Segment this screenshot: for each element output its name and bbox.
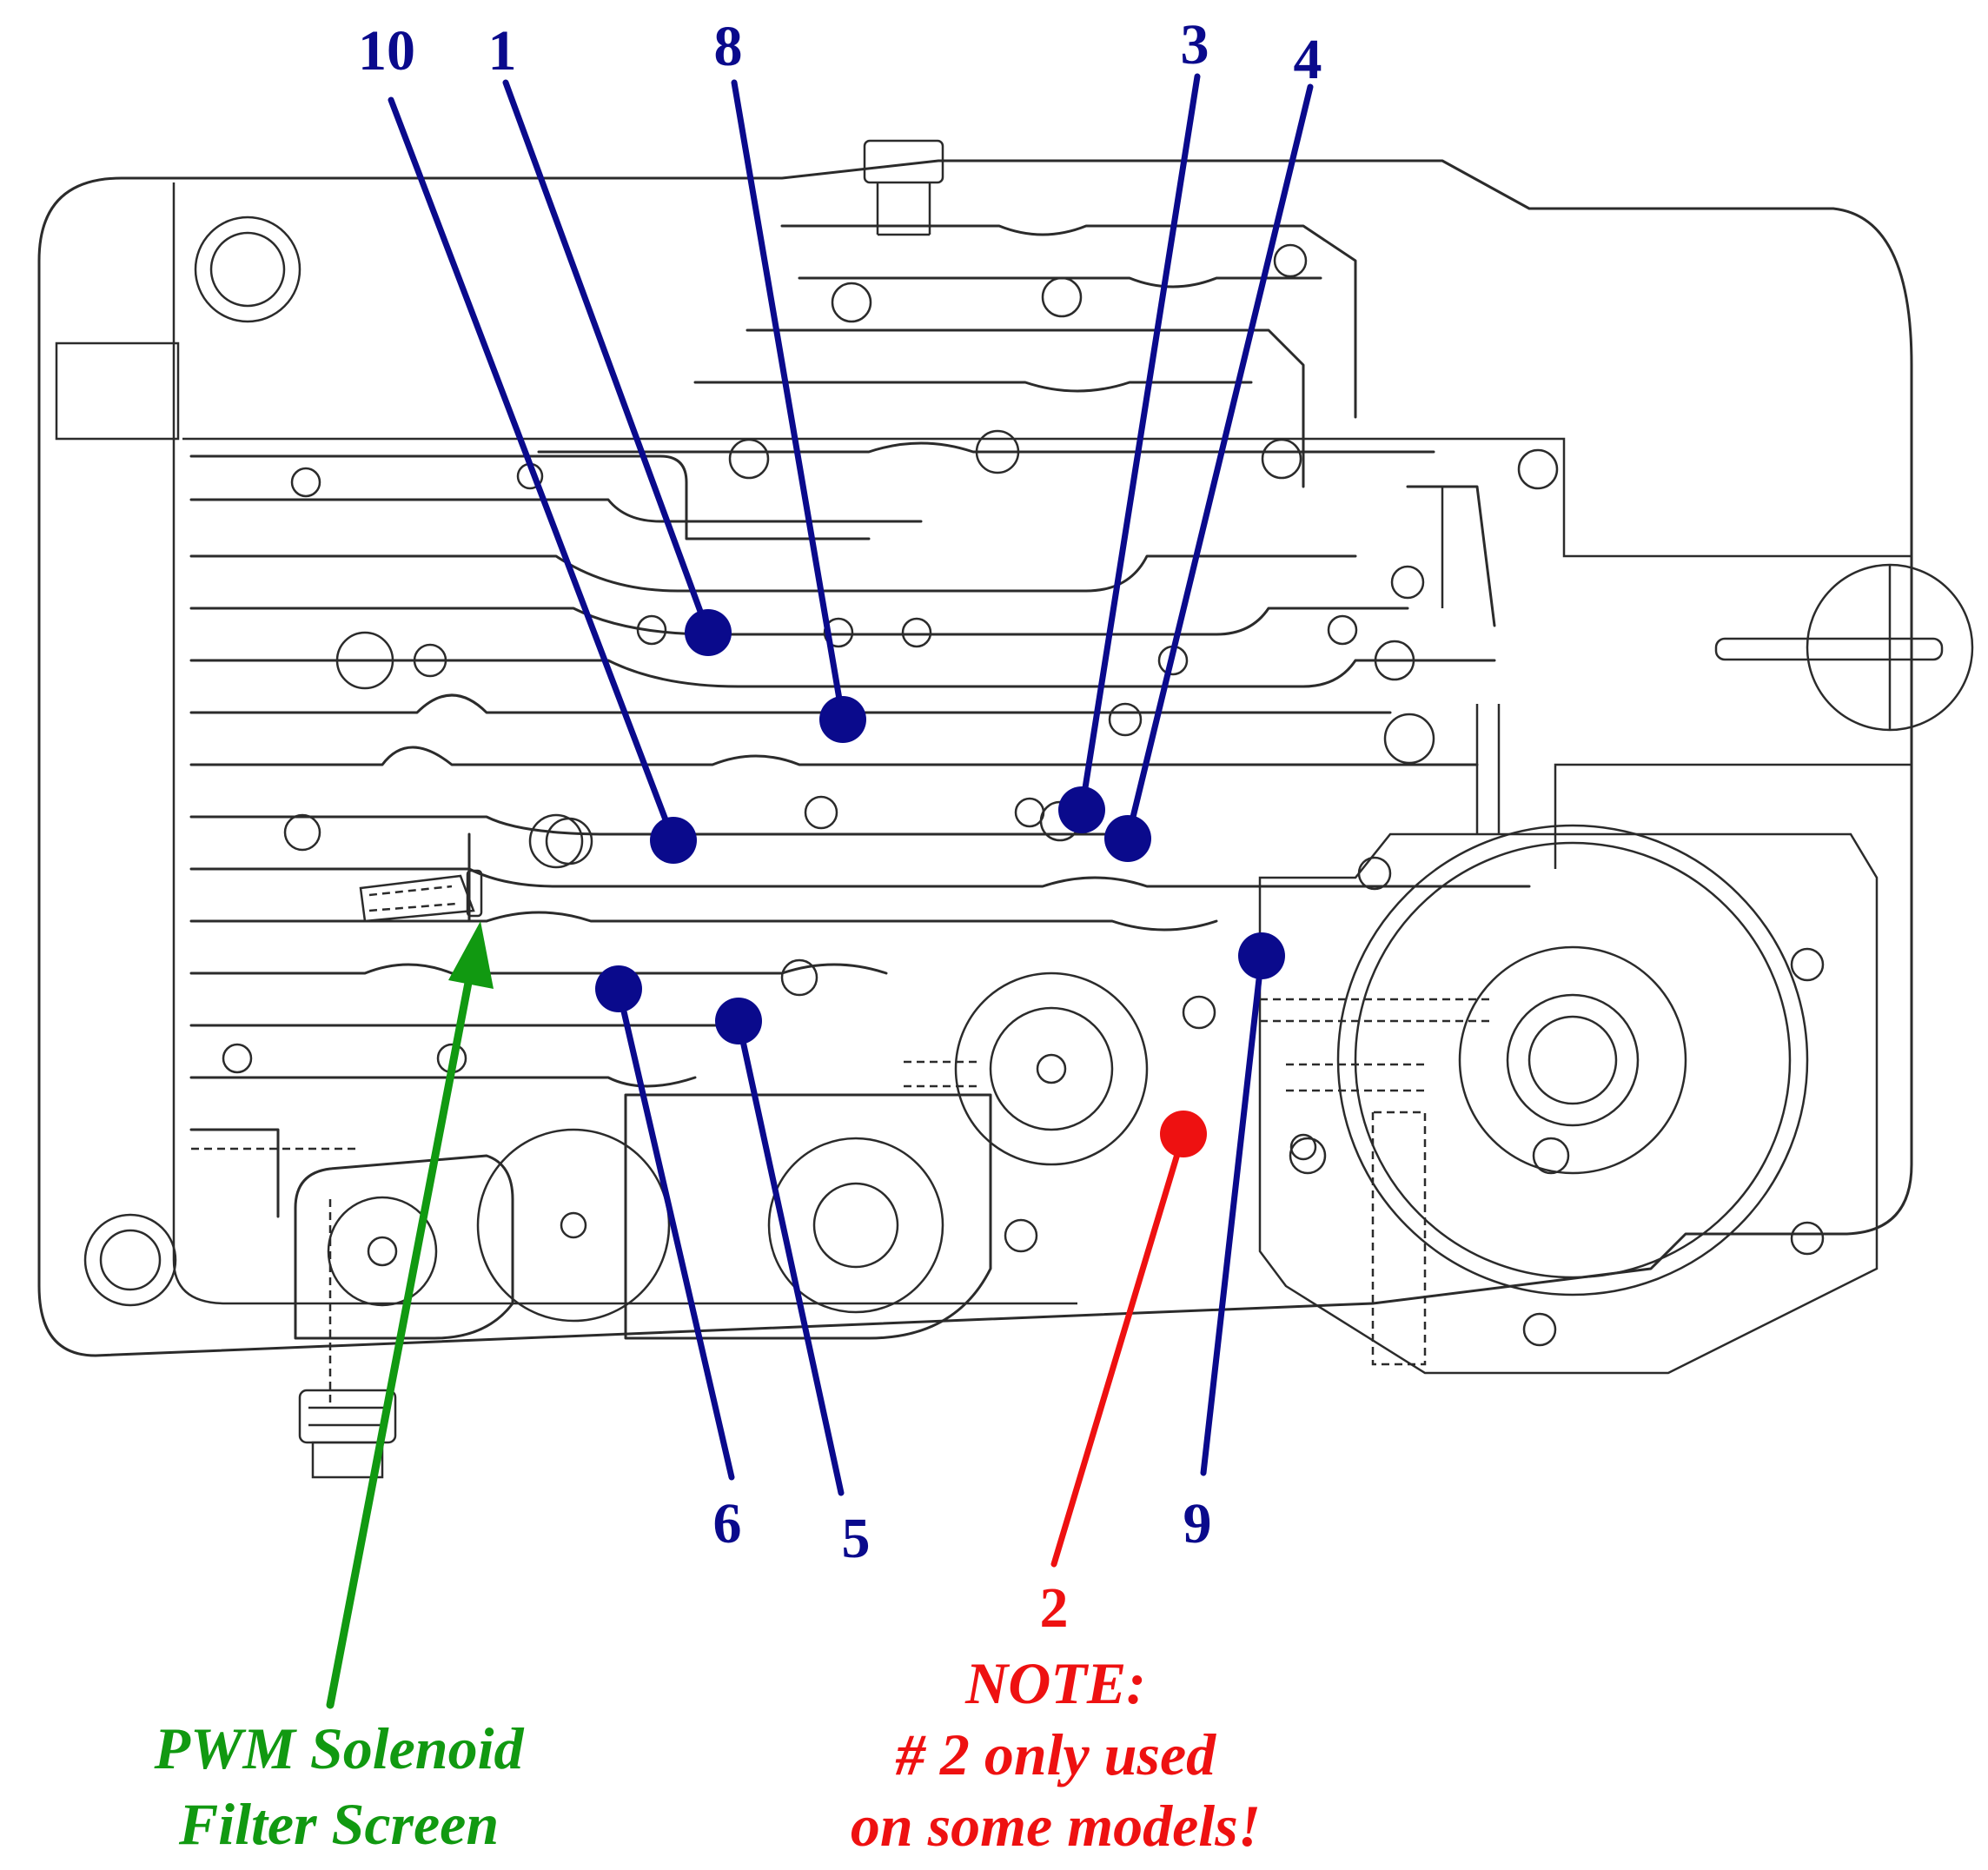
callout-3-leader: [1078, 73, 1201, 813]
note-heading: NOTE:: [964, 1650, 1146, 1716]
callout-4-label: 4: [1294, 28, 1322, 91]
callout-2-dot[interactable]: [1160, 1111, 1207, 1157]
callout-10-dot[interactable]: [650, 817, 697, 864]
note-line-1: # 2 only used: [895, 1721, 1216, 1787]
callout-5-leader: [735, 1018, 845, 1496]
callout-1-label: 1: [488, 19, 517, 83]
callout-4-leader: [1124, 83, 1314, 842]
callout-4-dot[interactable]: [1104, 815, 1151, 862]
bolt-holes: [222, 243, 1825, 1347]
callout-6-leader: [615, 985, 735, 1481]
filter-arrow-shaft: [326, 960, 476, 1709]
note-block: NOTE: # 2 only used on some models!: [851, 1650, 1261, 1859]
callout-5-label: 5: [842, 1507, 871, 1570]
callout-3-label: 3: [1181, 13, 1209, 76]
callout-2-leader: [1050, 1131, 1187, 1568]
filter-arrow-head: [448, 921, 494, 989]
filter-label-line-2: Filter Screen: [178, 1791, 499, 1857]
callout-8-label: 8: [714, 15, 743, 78]
callout-2-label: 2: [1040, 1576, 1069, 1640]
callout-9-dot[interactable]: [1238, 932, 1285, 979]
callout-8-leader: [731, 79, 846, 723]
note-line-2: on some models!: [851, 1793, 1261, 1859]
callout-8-dot[interactable]: [819, 696, 866, 743]
callout-9-label: 9: [1183, 1492, 1212, 1555]
filter-label-line-1: PWM Solenoid: [153, 1715, 524, 1781]
callout-leaders: [388, 73, 1314, 1568]
filter-screen-callout: PWM Solenoid Filter Screen: [153, 921, 525, 1857]
callout-labels: 10 1 8 3 4 6 5 9 2: [358, 13, 1322, 1640]
callout-1-leader: [502, 79, 712, 636]
callout-3-dot[interactable]: [1058, 786, 1105, 833]
callout-10-label: 10: [358, 19, 415, 83]
callout-10-leader: [388, 96, 677, 844]
valve-body-drawing: [37, 139, 1974, 1479]
callout-6-dot[interactable]: [595, 965, 642, 1012]
callout-dots: [595, 609, 1285, 1157]
callout-5-dot[interactable]: [715, 998, 762, 1044]
callout-6-label: 6: [713, 1492, 742, 1555]
callout-1-dot[interactable]: [685, 609, 732, 656]
callout-9-leader: [1200, 952, 1265, 1476]
